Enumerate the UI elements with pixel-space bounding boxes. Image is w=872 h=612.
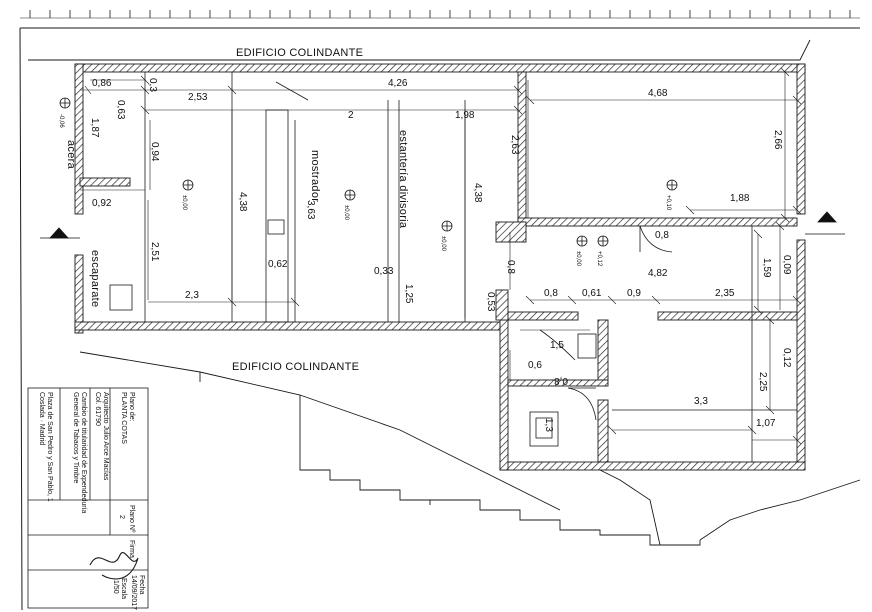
level-markers xyxy=(59,97,678,247)
tb-plano-no: Plano Nº xyxy=(128,505,135,533)
tb-plano-de: Plano de: xyxy=(128,392,135,422)
tb-project2: General de Tabacos y Timbre xyxy=(72,392,79,483)
tb-city: Coslada · Madrid xyxy=(38,392,45,445)
tb-arquitecto: Arquitecto Julio Arce Macías xyxy=(102,392,109,481)
dimension-label: 3,63 xyxy=(305,200,316,220)
dimension-label: 0,33 xyxy=(374,266,394,277)
dimension-label: 0,8 xyxy=(505,260,516,274)
dimension-label: 1,87 xyxy=(89,118,100,138)
dimension-lines xyxy=(80,67,802,445)
label-escaparate: escaparate xyxy=(89,250,101,307)
dimension-label: 0,6 xyxy=(528,360,542,371)
tb-project: Cambio de titularidad de Expendeduría xyxy=(80,392,87,514)
dimension-label: 1,5 xyxy=(550,340,564,351)
dimension-label: 4,26 xyxy=(388,78,408,89)
dimension-label: 0,3 xyxy=(147,78,158,92)
dimension-label: 1,3 xyxy=(543,418,554,432)
label-acera: acera xyxy=(65,140,77,170)
dimension-label: 1,59 xyxy=(761,258,772,278)
sheet-border xyxy=(19,10,860,611)
tb-plano-no-value: 2 xyxy=(118,515,125,519)
tb-plano-value: PLANTA COTAS xyxy=(120,392,127,444)
level-text: ±0,00 xyxy=(575,251,581,267)
level-text: ±0,00 xyxy=(440,236,446,252)
neighbour-outline xyxy=(28,39,861,546)
tb-escala: Escala xyxy=(120,578,127,599)
tb-firma: Firma xyxy=(128,540,135,558)
dimension-label: 0,8 xyxy=(655,230,669,241)
dimension-label: 1,07 xyxy=(756,418,776,429)
tb-colegiado: Col. 61790 xyxy=(94,392,101,426)
dimension-label: 0,94 xyxy=(149,142,160,162)
dimension-label: 0,09 xyxy=(781,255,792,275)
dimension-label: 4,38 xyxy=(237,192,248,212)
dimension-label: 1,98 xyxy=(455,110,475,121)
title-block xyxy=(27,387,149,609)
dimension-label: 0,62 xyxy=(268,259,288,270)
dimension-label: 0,8 xyxy=(554,375,568,386)
label-building-top: EDIFICIO COLINDANTE xyxy=(236,47,363,59)
dimension-label: 0,92 xyxy=(92,198,112,209)
tb-escala-value: 1/50 xyxy=(112,580,119,594)
dimension-label: 2,25 xyxy=(757,372,768,392)
dimension-label: 1,88 xyxy=(730,193,750,204)
dimension-label: 2,66 xyxy=(772,130,783,150)
label-building-bottom: EDIFICIO COLINDANTE xyxy=(232,361,359,373)
level-text: +0,10 xyxy=(665,195,671,211)
dimension-label: 2 xyxy=(348,110,354,121)
section-markers xyxy=(40,211,845,239)
level-text: ±0,00 xyxy=(343,205,349,221)
level-text: +0,12 xyxy=(596,251,602,267)
dimension-label: 2,51 xyxy=(149,242,160,262)
walls xyxy=(74,63,806,471)
dimension-label: 2,35 xyxy=(715,288,735,299)
dimension-label: 4,68 xyxy=(648,88,668,99)
dimension-label: 4,82 xyxy=(648,268,668,279)
dimension-label: 2,63 xyxy=(509,135,520,155)
dimension-label: 3,3 xyxy=(694,396,708,407)
dimension-label: 2,53 xyxy=(188,92,208,103)
dimension-label: 1,25 xyxy=(403,284,414,304)
dimension-label: 0,8 xyxy=(544,288,558,299)
dimension-label: 0,86 xyxy=(92,78,112,89)
dimension-label: 0,61 xyxy=(582,288,602,299)
dimension-label: 0,9 xyxy=(627,288,641,299)
dimension-label: 0,53 xyxy=(485,292,496,312)
level-text: -0,06 xyxy=(58,114,64,128)
label-estanteria: estantería divisoria xyxy=(397,130,409,229)
tb-address: Plaza de San Pedro y San Pablo, 1 xyxy=(46,392,53,502)
signature-scribble xyxy=(89,552,139,580)
dimension-label: 0,12 xyxy=(781,348,792,368)
label-mostrador: mostrador xyxy=(309,150,321,202)
dimension-label: 4,38 xyxy=(472,183,483,203)
dimension-label: 2,3 xyxy=(185,290,199,301)
dimension-label: 0,63 xyxy=(115,100,126,120)
tb-fecha: Fecha xyxy=(138,575,145,595)
level-text: ±0,00 xyxy=(181,195,187,211)
tb-fecha-value: 14/09/2017 xyxy=(130,575,137,610)
